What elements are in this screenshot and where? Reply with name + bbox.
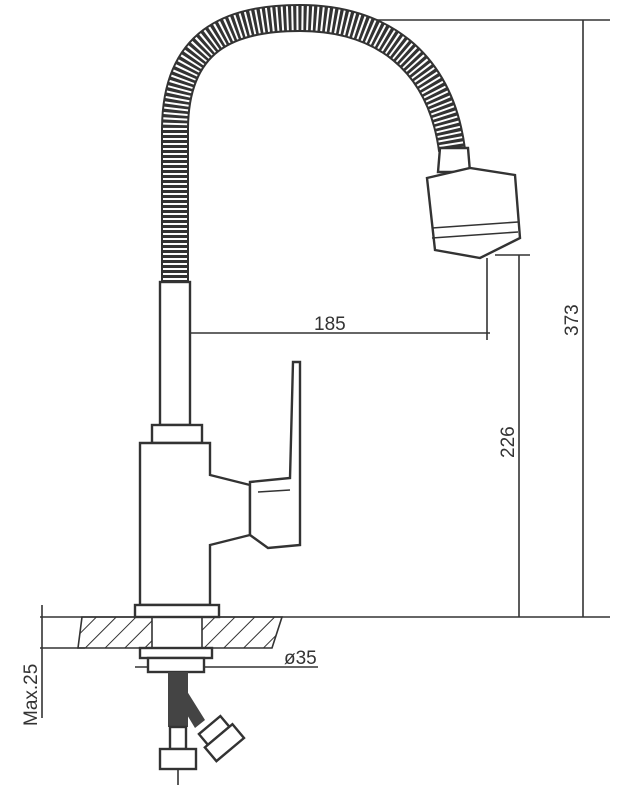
countertop-section	[77, 616, 284, 649]
spout-height-label: 226	[498, 426, 519, 458]
mounting-hardware	[138, 646, 246, 785]
faucet-body	[133, 280, 302, 619]
reach-dimension-label: 185	[314, 314, 346, 335]
dimension-lines	[40, 19, 610, 718]
spray-head	[425, 146, 522, 260]
total-height-label: 373	[562, 304, 583, 336]
flexible-hose	[161, 3, 466, 285]
counter-thickness-label: Max.25	[21, 664, 42, 726]
mount-hole-label: ø35	[284, 648, 317, 669]
